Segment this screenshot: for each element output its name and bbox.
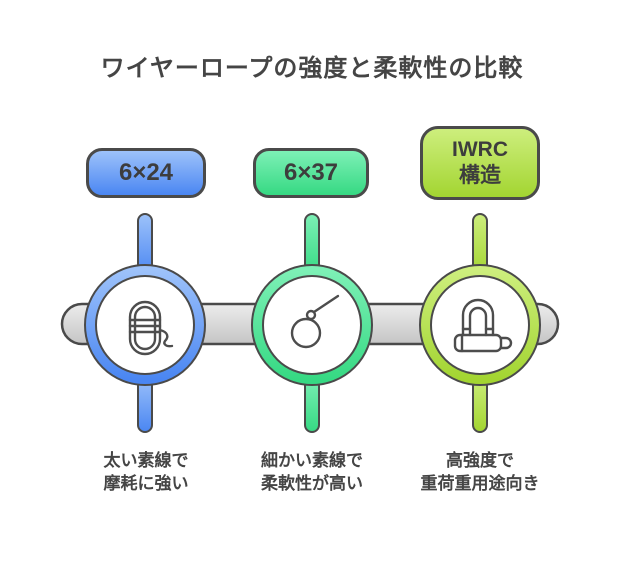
rope-coil-icon: [128, 300, 174, 356]
pill-label-line1: IWRC: [452, 137, 508, 161]
pill-label: 6×37: [283, 159, 339, 186]
pill-label: 6×24: [118, 159, 174, 186]
caption-line: 細かい素線で: [261, 451, 363, 470]
caption-iwrc: 高強度で 重荷重用途向き: [380, 450, 580, 496]
rope-loop-icon: [290, 294, 340, 349]
caption-line: 太い素線で: [103, 451, 189, 470]
caption-6x24: 太い素線で 摩耗に強い: [46, 450, 246, 496]
caption-line: 柔軟性が高い: [261, 473, 363, 493]
node-iwrc: [419, 213, 541, 433]
shackle-icon: [453, 298, 513, 353]
node-6x37: [251, 213, 373, 433]
caption-6x37: 細かい素線で 柔軟性が高い: [212, 450, 412, 496]
node-6x24: [84, 213, 206, 433]
caption-line: 高強度で: [446, 451, 514, 470]
label-pill-6x37: 6×37: [253, 148, 369, 198]
label-pill-6x24: 6×24: [86, 148, 206, 198]
page-title: ワイヤーロープの強度と柔軟性の比較: [100, 55, 524, 82]
caption-line: 重荷重用途向き: [420, 473, 540, 493]
label-pill-iwrc: IWRC 構造: [420, 126, 540, 200]
pill-label-line2: 構造: [459, 164, 501, 187]
caption-line: 摩耗に強い: [103, 473, 189, 493]
